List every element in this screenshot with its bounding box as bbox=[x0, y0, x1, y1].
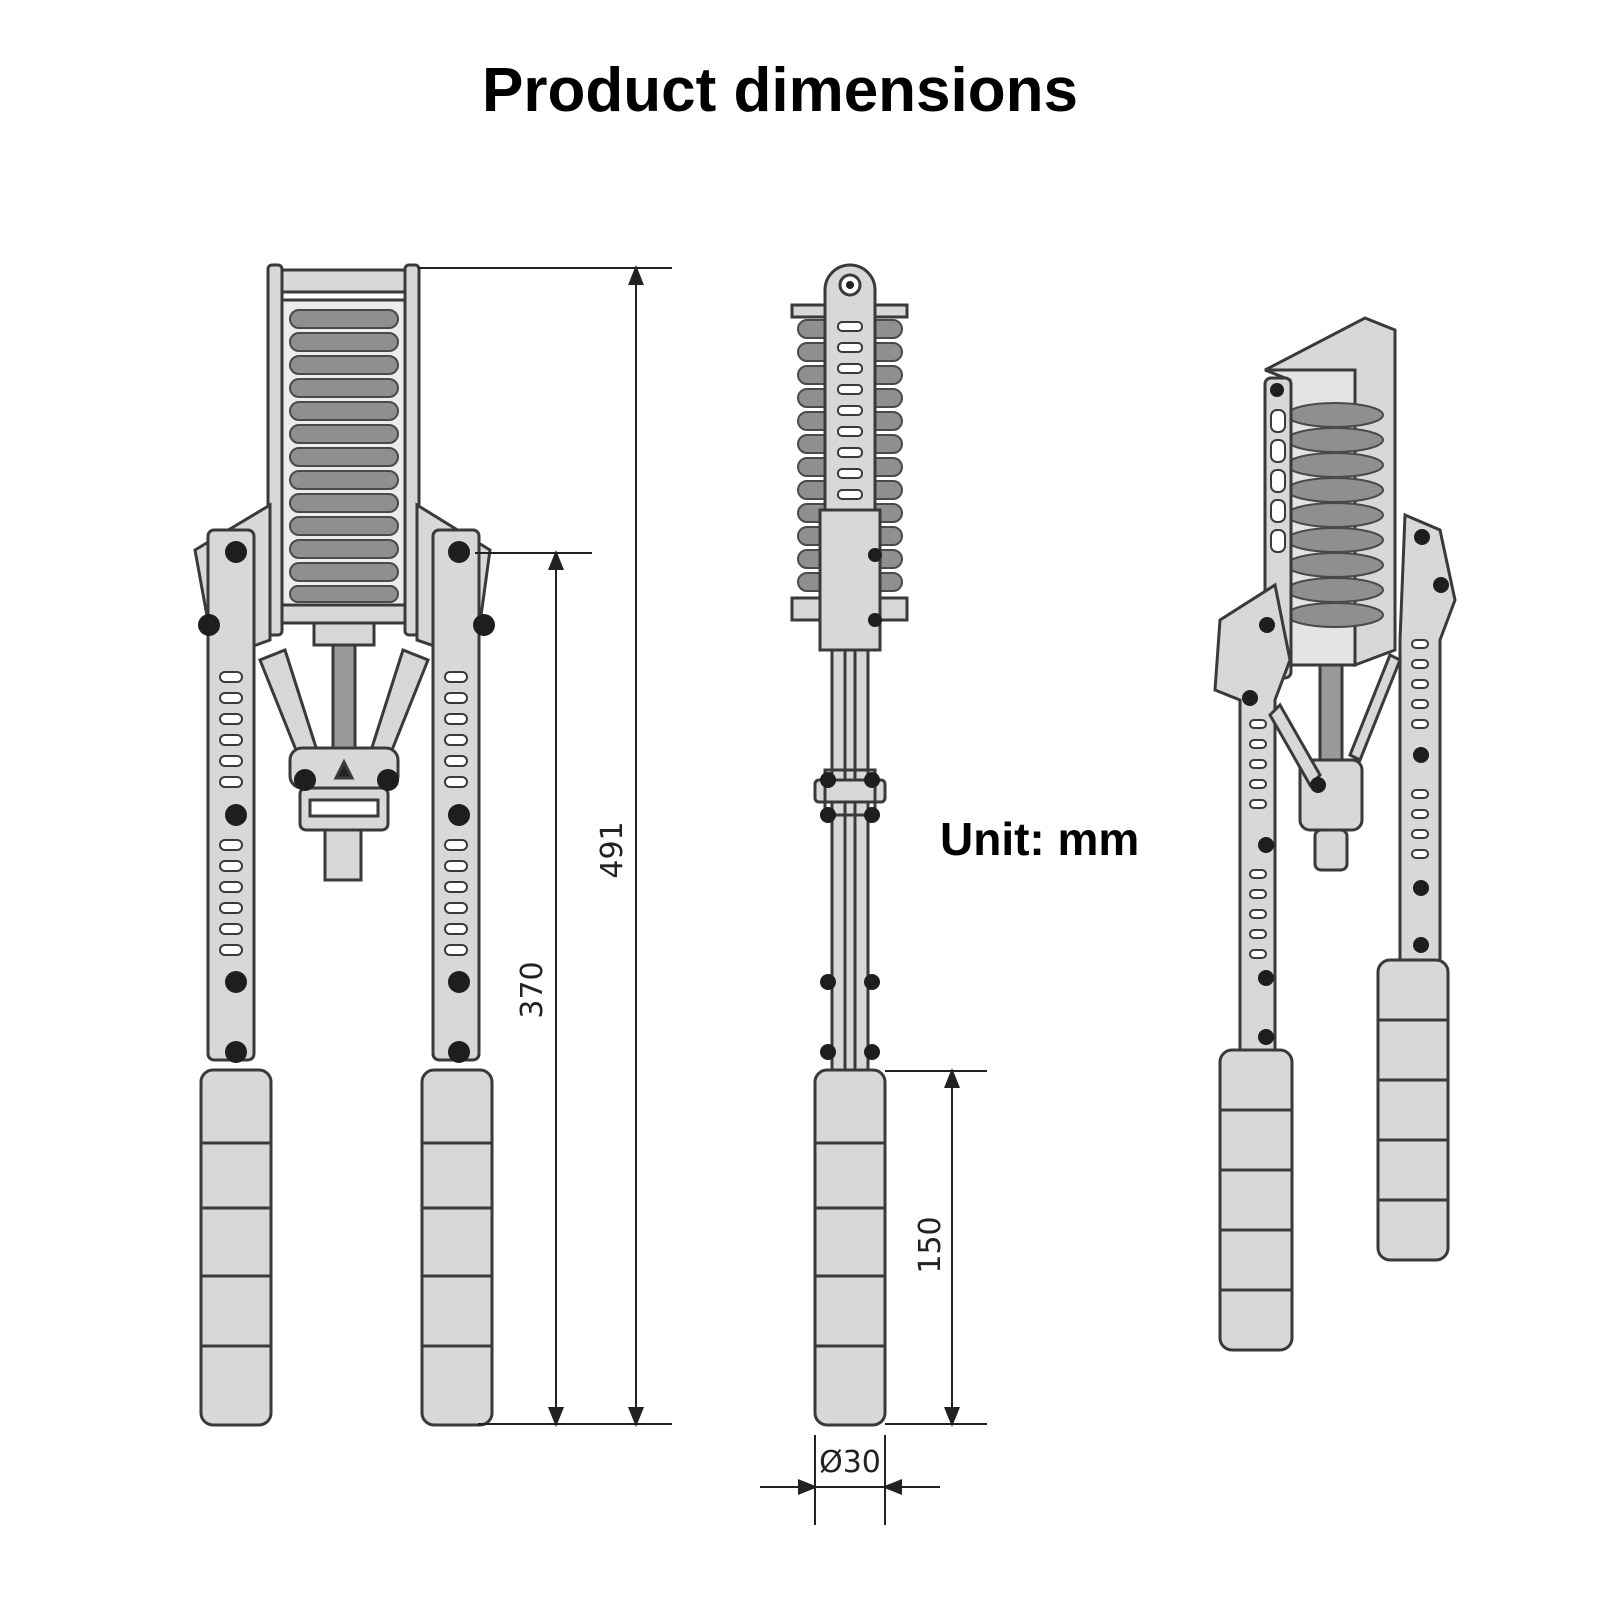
side-bar-slots bbox=[837, 321, 863, 500]
persp-right-grip bbox=[1376, 958, 1450, 1262]
persp-left-grip bbox=[1218, 1048, 1294, 1352]
front-bottom-plate bbox=[280, 603, 407, 625]
persp-right-link bbox=[1348, 652, 1402, 763]
front-right-slots bbox=[444, 671, 468, 956]
grip-length-label: 150 bbox=[913, 1216, 948, 1273]
persp-left-link bbox=[1268, 702, 1322, 788]
persp-right-handle-bar bbox=[1398, 512, 1457, 977]
side-view bbox=[790, 263, 909, 1427]
perspective-view bbox=[1213, 316, 1457, 1352]
front-spring-cap bbox=[312, 621, 376, 647]
unit-label: Unit: mm bbox=[940, 813, 1140, 865]
persp-left-bar-slots bbox=[1270, 409, 1286, 553]
front-top-plate bbox=[266, 268, 420, 294]
front-bolts bbox=[198, 541, 495, 1063]
front-spring bbox=[289, 309, 399, 603]
front-left-link bbox=[258, 648, 323, 762]
front-left-grip bbox=[199, 1068, 273, 1427]
side-handle-bar bbox=[830, 648, 870, 1072]
persp-rod-end bbox=[1313, 828, 1349, 872]
persp-left-handle-bar bbox=[1213, 582, 1292, 1057]
handle-pivot-length-label: 370 bbox=[515, 961, 550, 1018]
side-grip bbox=[813, 1068, 887, 1427]
grip-diameter-label: Ø30 bbox=[819, 1445, 881, 1480]
side-bolts bbox=[820, 548, 882, 1060]
persp-left-slots bbox=[1249, 719, 1267, 959]
front-left-slots bbox=[219, 671, 243, 956]
front-center-logo-icon bbox=[333, 758, 355, 780]
front-dimensions bbox=[418, 265, 672, 1427]
persp-spring bbox=[1286, 402, 1384, 628]
side-upper-assembly bbox=[818, 508, 882, 652]
side-dimensions bbox=[760, 1068, 987, 1525]
front-view bbox=[193, 263, 495, 1427]
page-title: Product dimensions bbox=[482, 56, 1078, 125]
persp-bolts bbox=[1242, 529, 1449, 1045]
front-right-link bbox=[365, 648, 430, 762]
persp-right-slots bbox=[1411, 639, 1429, 859]
front-right-grip bbox=[420, 1068, 494, 1427]
overall-height-label: 491 bbox=[595, 821, 630, 878]
